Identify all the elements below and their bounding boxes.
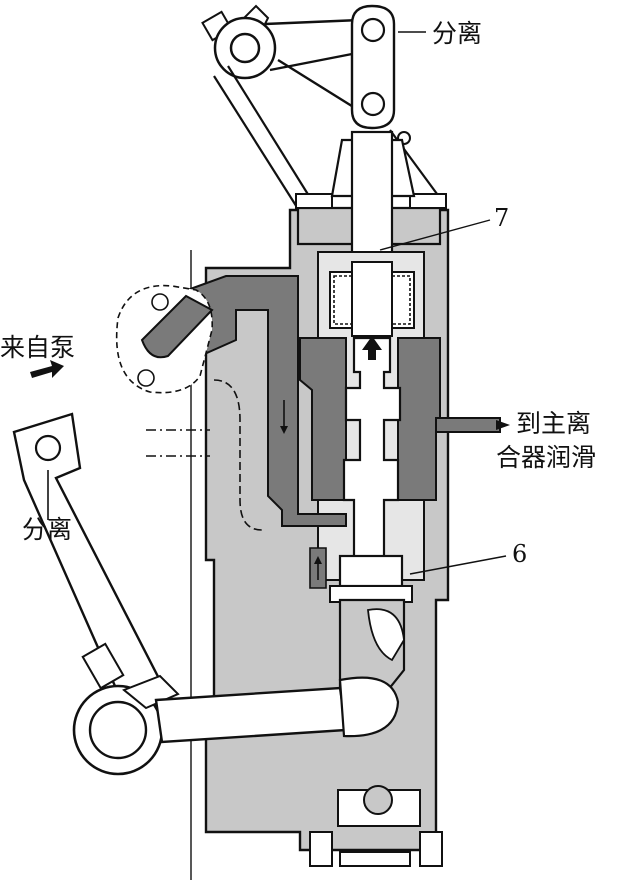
from-pump-arrow [30, 360, 64, 378]
label-from-pump: 来自泵 [0, 333, 75, 362]
oil-passage-left [299, 337, 347, 501]
top-link-pin-lower [360, 91, 386, 117]
top-linkage [201, 4, 441, 213]
bottom-bracket [122, 674, 180, 710]
bottom-cam-hole [88, 700, 148, 760]
top-link-plate [350, 4, 396, 130]
top-arm-upper [264, 18, 361, 26]
top-tie-rod-left [213, 75, 301, 213]
inlet-flow-arrow [280, 426, 288, 434]
bolt-bottom-left [309, 831, 333, 867]
bolt-bottom-right [419, 831, 443, 867]
bottom-nut [81, 642, 125, 690]
flange-bolt-1 [151, 293, 169, 311]
label-to-main-clutch-2: 合器润滑 [496, 443, 596, 472]
pump-inlet [30, 284, 214, 394]
plunger-rod [350, 130, 394, 264]
bottom-plug [339, 851, 411, 867]
bolt-top-right [409, 193, 447, 209]
leader-7 [379, 219, 491, 251]
push-rod-head [338, 676, 400, 738]
top-arm-diag [277, 58, 356, 110]
piston-cap [338, 554, 404, 588]
top-link-pin-upper [360, 17, 386, 43]
oil-outlet-pipe [435, 417, 501, 433]
inlet-pipe [140, 294, 214, 359]
side-shaft [146, 379, 263, 531]
label-to-main-clutch-1: 到主离 [516, 409, 591, 438]
label-part-6: 6 [512, 540, 527, 568]
return-arrow-head [314, 556, 322, 564]
label-part-7: 7 [494, 204, 509, 232]
piston-cutaway [367, 608, 405, 662]
hidden-passage [213, 379, 263, 531]
top-cam-hole [229, 32, 261, 64]
label-separate-top: 分离 [432, 19, 482, 48]
bolt-top-left [295, 193, 333, 209]
left-lever-arm [12, 412, 172, 722]
label-separate-left: 分离 [22, 515, 72, 544]
oil-inlet-passage [180, 275, 347, 527]
outlet-arrow-head [496, 420, 510, 430]
flange-bolt-2 [137, 369, 155, 387]
left-lever-hole [34, 434, 62, 462]
top-arm-lower [269, 52, 353, 72]
left-lever [12, 412, 400, 776]
valve-housing [180, 130, 501, 867]
leader-6 [409, 555, 507, 575]
plunger-inner [351, 261, 393, 337]
top-tie-rod-left-2 [227, 65, 315, 205]
spool-up-arrow [362, 336, 382, 360]
bottom-ball [363, 785, 393, 815]
